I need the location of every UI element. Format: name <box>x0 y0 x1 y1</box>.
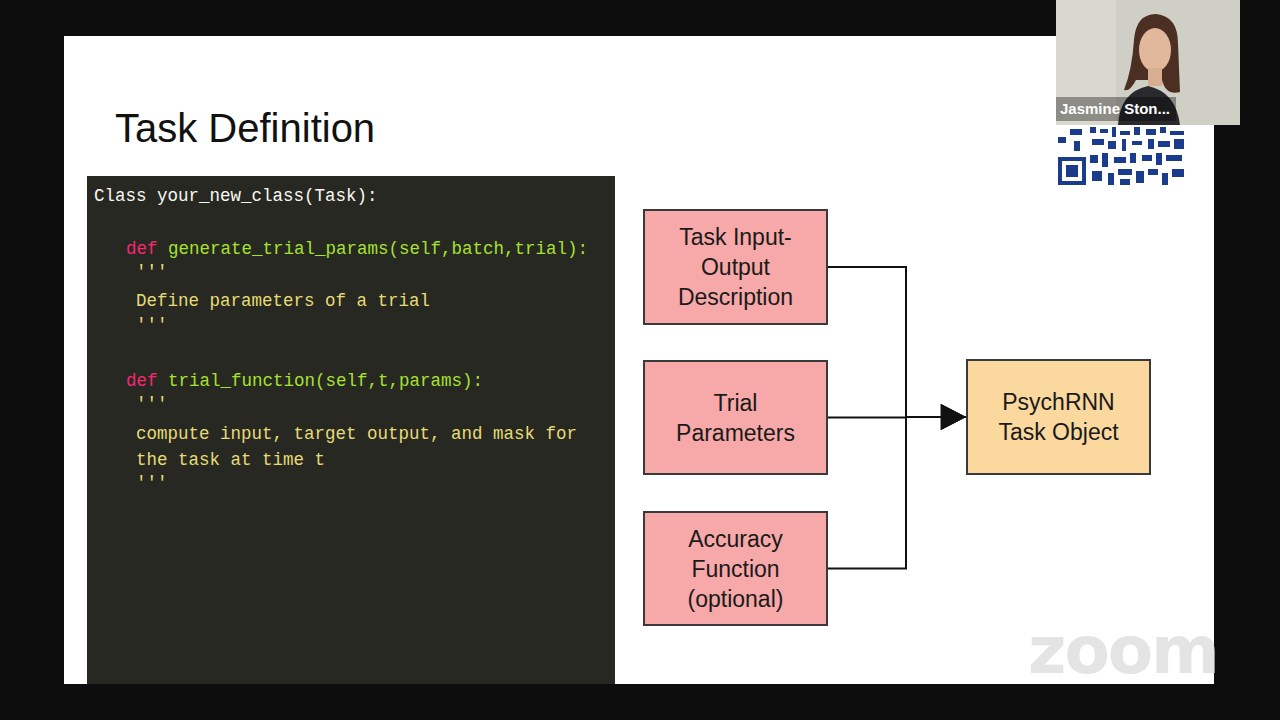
code-text: Define parameters of a trial <box>136 288 430 314</box>
code-text: ''' <box>136 391 168 417</box>
box-label: PsychRNN Task Object <box>988 387 1129 447</box>
process-box: Task Input-Output Description <box>643 209 828 325</box>
code-text: Class your_new_class(Task): <box>94 183 378 209</box>
process-box: Trial Parameters <box>643 360 828 475</box>
watermark: zoom <box>1028 612 1218 689</box>
code-text: generate_trial_params(self,batch,trial): <box>168 236 588 262</box>
code-text: ''' <box>136 259 168 285</box>
merge-connector <box>828 404 966 569</box>
code-text: compute input, target output, and mask f… <box>136 421 598 473</box>
merge-connector <box>828 404 966 430</box>
slide-title: Task Definition <box>115 106 375 151</box>
participant-name: Jasmine Ston... <box>1060 100 1170 117</box>
box-label: Accuracy Function (optional) <box>665 524 806 614</box>
box-label: Trial Parameters <box>665 388 806 448</box>
code-panel: Class your_new_class(Task):def generate_t… <box>87 176 615 684</box>
merge-connector <box>828 267 966 430</box>
qr-code <box>1056 125 1188 188</box>
code-text: trial_function(self,t,params): <box>168 368 483 394</box>
box-label: Task Input-Output Description <box>665 222 806 312</box>
process-box: Accuracy Function (optional) <box>643 511 828 626</box>
code-text: def <box>126 368 158 394</box>
code-text: def <box>126 236 158 262</box>
code-text: ''' <box>136 312 168 338</box>
code-text: ''' <box>136 470 168 496</box>
result-box: PsychRNN Task Object <box>966 359 1151 475</box>
